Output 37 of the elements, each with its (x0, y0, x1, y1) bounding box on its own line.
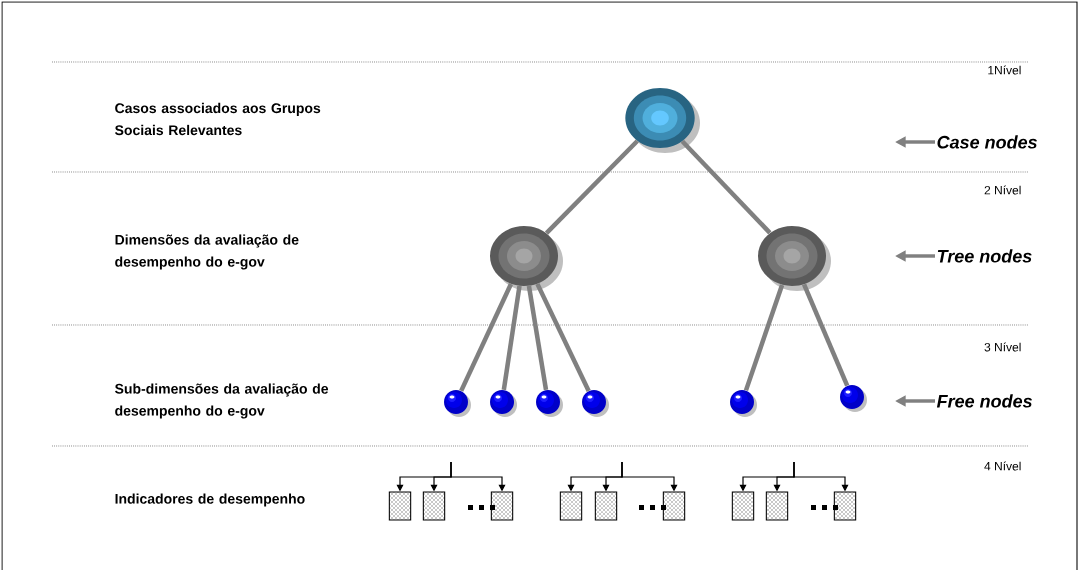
indicator-box (490, 491, 514, 521)
node-label: Case nodes (937, 135, 1037, 149)
tree-line (459, 283, 514, 392)
tree-node (490, 226, 563, 291)
node-label: Free nodes (936, 394, 1032, 408)
indicator-box (388, 491, 412, 521)
node-label: Tree nodes (937, 249, 1032, 263)
indicator-box (422, 491, 446, 521)
indicator-box (662, 491, 686, 521)
node-ball (444, 390, 471, 417)
tree-line (544, 139, 639, 235)
level-label: 1Nível (988, 65, 1021, 75)
tree-line (501, 285, 522, 391)
tree-node (758, 226, 831, 291)
level-label: 4 Nível (984, 461, 1021, 471)
level-description: Dimensões da avaliação de desempenho do e-gov (115, 234, 299, 270)
level-label: 3 Nível (984, 342, 1021, 352)
level-description: Casos associados aos Grupos Sociais Relevantes (115, 102, 321, 136)
level-label: 2 Nível (984, 185, 1021, 195)
node-ball (490, 390, 517, 417)
indicator-box (594, 491, 618, 521)
node-ball (840, 385, 867, 412)
tree-line (526, 285, 549, 391)
indicator-box (833, 491, 857, 521)
node-ball (730, 390, 757, 417)
tree-line (743, 284, 785, 392)
tree-node (625, 88, 700, 153)
tree-line (535, 282, 591, 392)
level-description: Indicadores de desempenho (115, 493, 305, 507)
node-ball (536, 390, 563, 417)
indicator-box (765, 491, 789, 521)
node-ball (582, 390, 609, 417)
tree-line (801, 283, 850, 387)
indicator-box (559, 491, 583, 521)
level-description: Sub-dimensões da avaliação de desempenho do e-gov (115, 383, 329, 419)
tree-line (680, 139, 772, 235)
indicator-box (731, 491, 755, 521)
